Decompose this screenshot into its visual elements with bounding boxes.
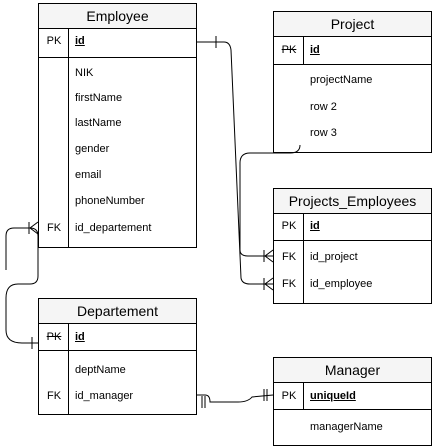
field: gender bbox=[75, 143, 110, 155]
field: id_manager bbox=[75, 390, 134, 402]
pk-label: PK bbox=[46, 35, 62, 47]
many-marker bbox=[264, 277, 274, 291]
entity-title: Project bbox=[274, 12, 431, 37]
pk-label: PK bbox=[281, 44, 297, 56]
field: managerName bbox=[310, 421, 383, 433]
entity-employee[interactable]: Employee PK id FK NIK firstName lastName… bbox=[38, 3, 197, 248]
pk-field: uniqueId bbox=[310, 390, 356, 402]
entity-title: Employee bbox=[39, 4, 196, 29]
fk-label: FK bbox=[46, 390, 62, 402]
pk-row: PK id bbox=[39, 29, 196, 58]
entity-manager[interactable]: Manager PK uniqueId managerName bbox=[273, 357, 432, 446]
fk-label: FK bbox=[281, 251, 297, 263]
pk-field: id bbox=[310, 220, 320, 232]
attribute-row: managerName bbox=[274, 410, 431, 445]
pk-row: PK id bbox=[39, 324, 196, 351]
pk-label: PK bbox=[281, 220, 297, 232]
pk-row: PK id bbox=[274, 214, 431, 241]
entity-title: Departement bbox=[39, 299, 196, 324]
entity-departement[interactable]: Departement PK id FK deptName id_manager bbox=[38, 298, 197, 415]
attribute-row: FK deptName id_manager bbox=[39, 351, 196, 414]
relation-departement-employee bbox=[5, 227, 39, 344]
field: lastName bbox=[75, 117, 122, 129]
field: row 2 bbox=[310, 101, 337, 113]
fk-label: FK bbox=[46, 222, 62, 234]
pk-field: id bbox=[75, 331, 85, 343]
pk-field: id bbox=[310, 44, 320, 56]
field: projectName bbox=[310, 74, 373, 86]
many-marker bbox=[264, 249, 274, 263]
field: row 3 bbox=[310, 127, 337, 139]
entity-title: Manager bbox=[274, 358, 431, 383]
field: firstName bbox=[75, 92, 123, 104]
field: id_departement bbox=[75, 222, 152, 234]
entity-title: Projects_Employees bbox=[274, 189, 431, 214]
fk-label: FK bbox=[281, 278, 297, 290]
field: NIK bbox=[75, 67, 94, 79]
entity-projects-employees[interactable]: Projects_Employees PK id FK FK id_projec… bbox=[273, 188, 432, 304]
fk-row: FK FK id_project id_employee bbox=[274, 241, 431, 303]
pk-label: PK bbox=[281, 390, 297, 402]
attribute-row: projectName row 2 row 3 bbox=[274, 65, 431, 152]
pk-row: PK id bbox=[274, 37, 431, 65]
fk-field: id_project bbox=[310, 251, 358, 263]
field: deptName bbox=[75, 364, 126, 376]
field: email bbox=[75, 169, 102, 181]
pk-field: id bbox=[75, 35, 85, 47]
fk-field: id_employee bbox=[310, 278, 373, 290]
relation-employee-projects-employees bbox=[197, 41, 273, 285]
entity-project[interactable]: Project PK id projectName row 2 row 3 bbox=[273, 11, 432, 153]
relation-manager-departement bbox=[197, 394, 274, 403]
attribute-row: FK NIK firstName lastName gender email p… bbox=[39, 58, 196, 247]
pk-row: PK uniqueId bbox=[274, 383, 431, 410]
field: phoneNumber bbox=[75, 195, 145, 207]
pk-label: PK bbox=[46, 331, 62, 343]
many-marker bbox=[29, 221, 39, 235]
